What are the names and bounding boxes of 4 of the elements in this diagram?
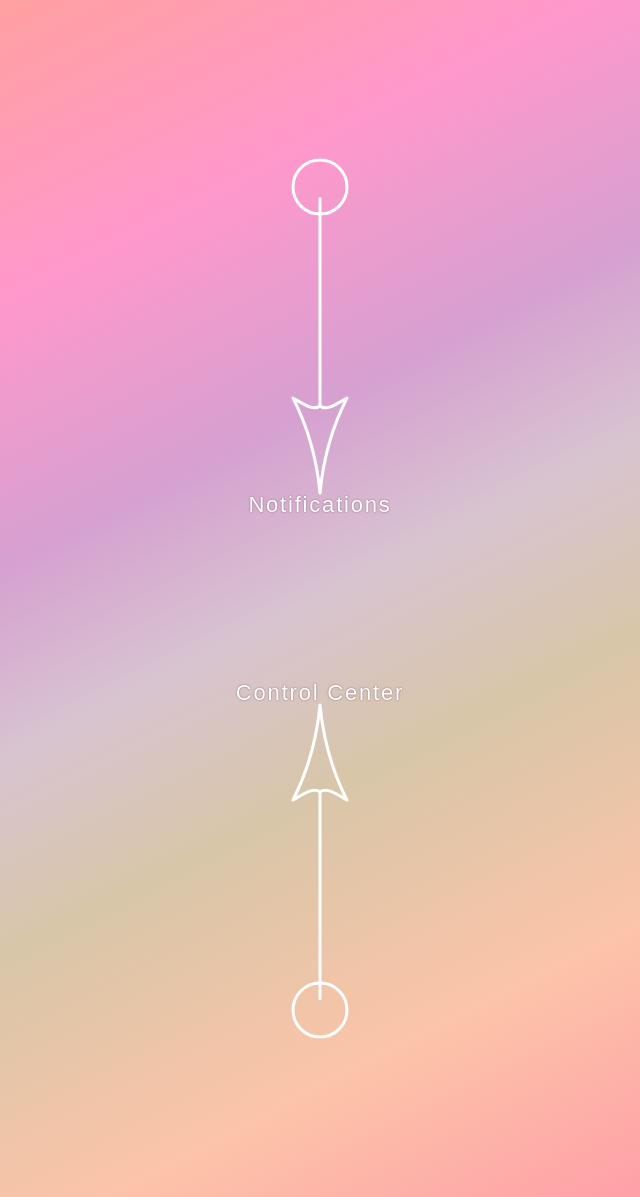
start-circle (291, 158, 349, 216)
start-circle (291, 981, 349, 1039)
text-label: Notifications (248, 493, 392, 517)
text-label: Control Center (235, 681, 405, 705)
